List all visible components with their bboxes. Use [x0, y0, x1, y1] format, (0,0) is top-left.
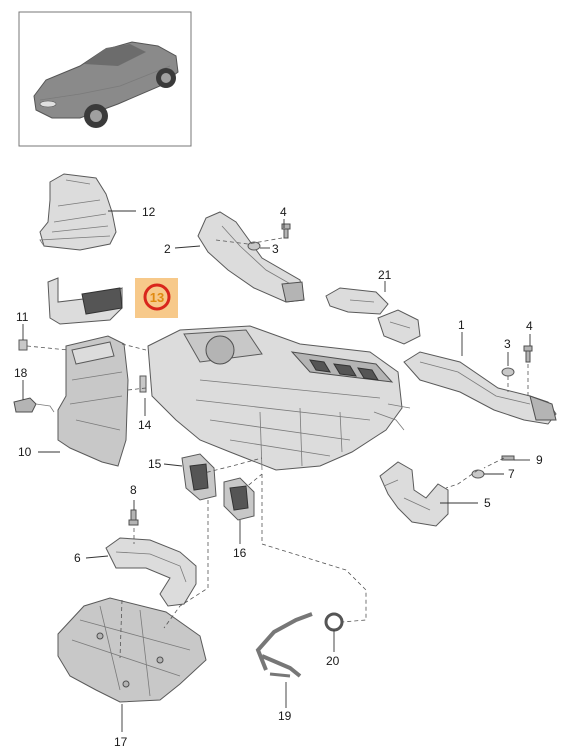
callouts: 12 2 3 4 21 1 3 4 11 18 14 10 15 16 5 7 …: [14, 205, 543, 749]
callout-11: 11: [16, 310, 29, 324]
callout-4-upper: 4: [280, 205, 287, 219]
callout-21: 21: [378, 268, 392, 282]
callout-16: 16: [233, 546, 247, 560]
callout-7: 7: [508, 467, 515, 481]
part-2-duct: [197, 211, 305, 303]
part-16-frame: [223, 477, 255, 521]
part-3-nut-right: [501, 367, 515, 377]
assembly-lines: [26, 237, 529, 659]
callout-10: 10: [18, 445, 32, 459]
part-11-clip: [18, 339, 28, 351]
callout-18: 18: [14, 366, 28, 380]
part-17-panel: [57, 597, 207, 703]
callout-9: 9: [536, 453, 543, 467]
part-15-frame: [181, 453, 217, 501]
part-20-clamp: [324, 612, 344, 632]
callout-13: 13: [150, 290, 164, 305]
part-12-cover: [39, 173, 117, 251]
callout-1: 1: [458, 318, 465, 332]
callout-14: 14: [138, 418, 152, 432]
part-13-highlight-ring: [143, 283, 171, 311]
callout-3-right: 3: [504, 337, 511, 351]
callout-15: 15: [148, 457, 162, 471]
callout-19: 19: [278, 709, 292, 723]
part-5-duct: [379, 461, 449, 527]
callout-5: 5: [484, 496, 491, 510]
part-7-nut: [471, 469, 485, 479]
part-13-pad: [47, 277, 123, 325]
part-19-pipe: [255, 612, 313, 678]
main-hvac-unit: [147, 325, 411, 471]
callout-3-upper: 3: [272, 242, 279, 256]
part-4-screw-right: [523, 345, 533, 363]
vehicle-thumbnail: [18, 11, 192, 147]
part-3-nut-upper: [247, 241, 261, 251]
callout-6: 6: [74, 551, 81, 565]
part-18-sensor: [13, 397, 55, 413]
callout-17: 17: [114, 735, 128, 749]
callout-8: 8: [130, 483, 137, 497]
part-14-bolt: [139, 375, 147, 393]
part-6-duct: [105, 537, 197, 607]
callout-2: 2: [164, 242, 171, 256]
part-21-vents: [325, 287, 421, 345]
part-9-screw: [501, 455, 515, 461]
callout-20: 20: [326, 654, 340, 668]
part-1-duct: [403, 351, 557, 425]
part-8-screw: [128, 509, 139, 526]
callout-4-right: 4: [526, 319, 533, 333]
part-10-housing: [57, 335, 129, 467]
callout-12: 12: [142, 205, 156, 219]
leader-lines: [22, 210, 531, 732]
part-4-screw-upper: [281, 223, 291, 239]
